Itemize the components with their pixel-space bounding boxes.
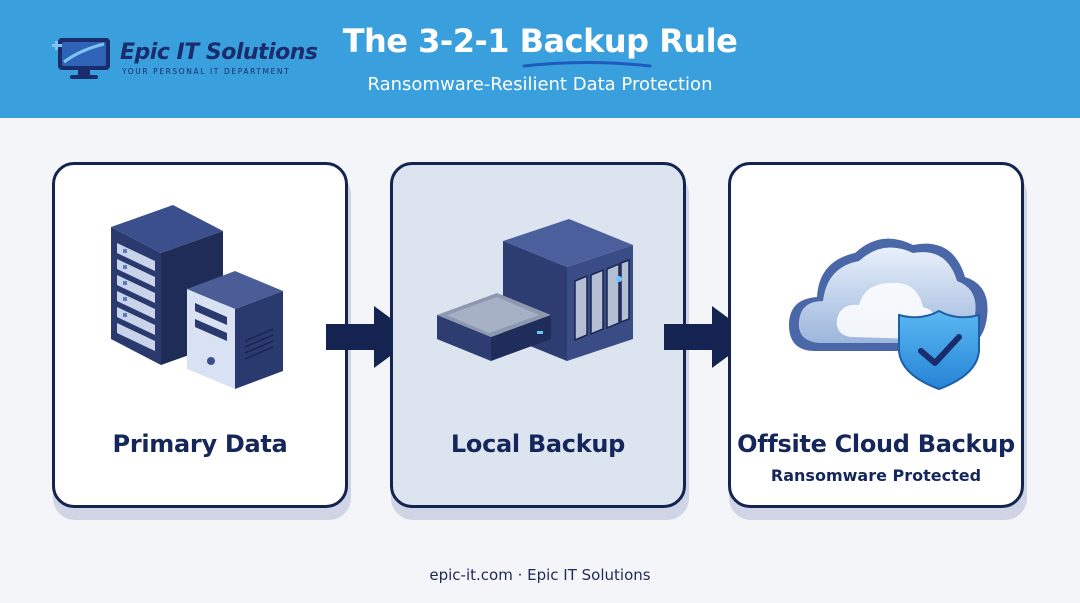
server-rack-icon <box>111 205 283 389</box>
brand-logo: Epic IT Solutions YOUR PERSONAL IT DEPAR… <box>50 30 330 82</box>
stage-label: Primary Data <box>112 430 288 458</box>
cloud-shield-icon <box>789 238 988 391</box>
stage-sublabel: Ransomware Protected <box>770 466 982 485</box>
title-underline-decoration <box>522 61 652 68</box>
header-banner: Epic IT Solutions YOUR PERSONAL IT DEPAR… <box>0 0 1080 118</box>
nas-storage-icon <box>437 219 633 361</box>
page-subtitle: Ransomware-Resilient Data Protection <box>367 74 713 95</box>
footer-text: epic-it.com · Epic IT Solutions <box>429 566 651 584</box>
stage-label: Local Backup <box>450 430 626 458</box>
stage-label: Offsite Cloud Backup <box>737 430 1015 458</box>
brand-name: Epic IT Solutions <box>120 40 318 65</box>
page-title: The 3-2-1 Backup Rule <box>342 22 738 60</box>
monitor-logo-icon <box>52 38 110 79</box>
stage-card-primary-data: Primary Data <box>52 162 348 508</box>
stage-card-offsite-cloud-backup: Offsite Cloud Backup Ransomware Protecte… <box>728 162 1024 508</box>
brand-tagline: YOUR PERSONAL IT DEPARTMENT <box>122 67 291 76</box>
stage-card-local-backup: Local Backup <box>390 162 686 508</box>
